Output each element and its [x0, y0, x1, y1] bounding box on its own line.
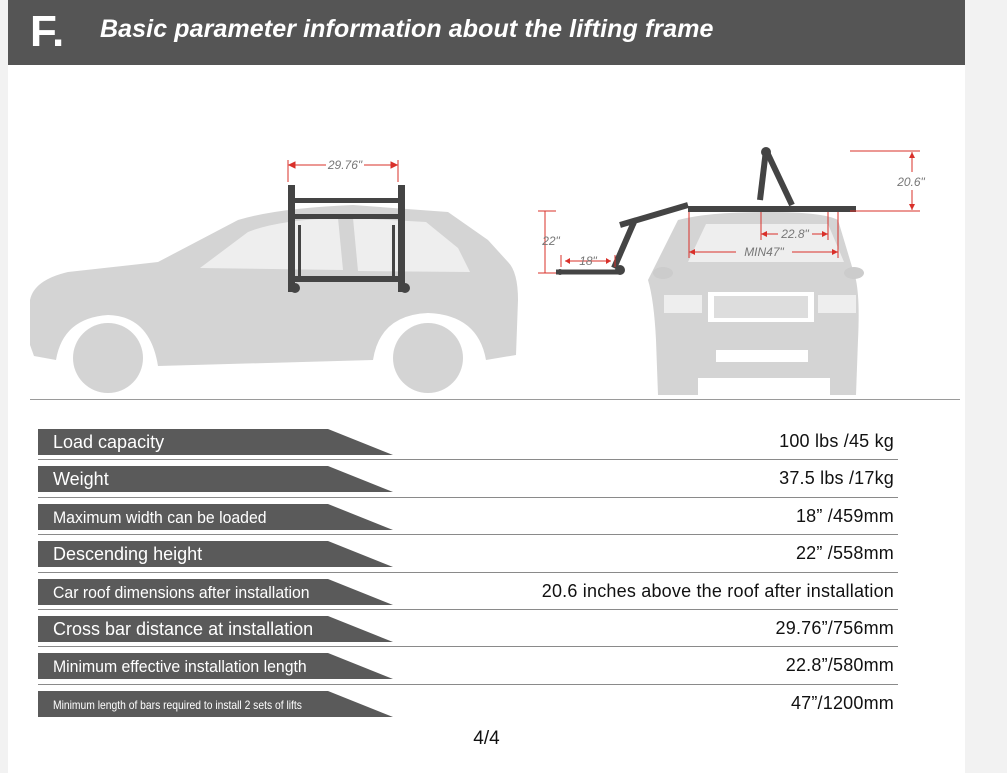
label-min-length: 22.8"	[780, 227, 809, 241]
label-background	[38, 653, 393, 680]
section-title: Basic parameter information about the li…	[100, 15, 714, 43]
spec-row: Minimum effective installation length 22…	[38, 649, 898, 686]
spec-value: 37.5 lbs /17kg	[779, 468, 894, 489]
section-letter-badge: F.	[30, 10, 64, 52]
car-front-view	[648, 212, 864, 395]
spec-label: Weight	[53, 469, 109, 490]
spec-row: Minimum length of bars required to insta…	[38, 687, 898, 724]
label-background	[38, 429, 393, 455]
spec-label: Descending height	[53, 544, 203, 565]
spec-row: Maximum width can be loaded 18” /459mm	[38, 500, 898, 537]
label-background	[38, 503, 393, 530]
lifting-frame-illustration: 29.76"	[30, 147, 926, 400]
scrollbar-track[interactable]	[965, 0, 1007, 773]
row-divider	[38, 608, 898, 610]
spec-value: 100 lbs /45 kg	[779, 431, 894, 451]
label-min-bars: MIN47"	[744, 245, 784, 259]
dimension-lines-front	[538, 150, 920, 274]
row-divider	[38, 496, 898, 498]
spec-row: Cross bar distance at installation 29.76…	[38, 612, 898, 649]
spec-value: 22” /558mm	[795, 543, 894, 564]
label-background	[38, 690, 393, 717]
spec-label: Cross bar distance at installation	[53, 618, 314, 639]
frame-front-view	[556, 147, 856, 275]
row-divider	[38, 571, 898, 573]
label-crossbar: 29.76"	[327, 158, 363, 172]
spec-label: Minimum length of bars required to insta…	[53, 697, 302, 712]
spec-value: 18” /459mm	[795, 505, 894, 526]
spec-value: 47”/1200mm	[790, 692, 894, 713]
spec-row: Weight 37.5 lbs /17kg	[38, 462, 898, 499]
label-background	[38, 578, 393, 605]
label-width: 18"	[579, 254, 597, 268]
section-divider	[30, 399, 960, 400]
spec-value: 22.8”/580mm	[785, 655, 894, 676]
document-page: F. Basic parameter information about the…	[8, 0, 965, 773]
page-number: 4/4	[473, 728, 500, 749]
label-roof-height: 20.6"	[896, 175, 925, 189]
row-divider	[38, 459, 898, 461]
section-header: F. Basic parameter information about the…	[8, 0, 965, 65]
frame-side-view	[288, 185, 410, 293]
spec-row: Descending height 22” /558mm	[38, 537, 898, 574]
car-side-view	[30, 205, 518, 400]
spec-label: Minimum effective installation length	[53, 657, 307, 677]
row-divider	[38, 534, 898, 536]
label-background	[38, 615, 393, 642]
spec-label: Maximum width can be loaded	[53, 507, 267, 527]
label-descend: 22"	[541, 234, 560, 248]
label-background	[38, 541, 393, 568]
spec-table: Load capacity 100 lbs /45 kg Weight 37.5…	[38, 425, 898, 724]
spec-row: Load capacity 100 lbs /45 kg	[38, 425, 898, 462]
section-letter: F.	[30, 10, 64, 52]
spec-value: 20.6 inches above the roof after install…	[541, 580, 894, 601]
spec-label: Load capacity	[53, 432, 165, 452]
label-background	[38, 466, 393, 493]
row-divider	[38, 683, 898, 685]
dimension-crossbar	[287, 160, 399, 182]
row-divider	[38, 646, 898, 648]
spec-row: Car roof dimensions after installation 2…	[38, 575, 898, 612]
spec-label: Car roof dimensions after installation	[53, 582, 310, 602]
spec-value: 29.76”/756mm	[775, 617, 894, 638]
